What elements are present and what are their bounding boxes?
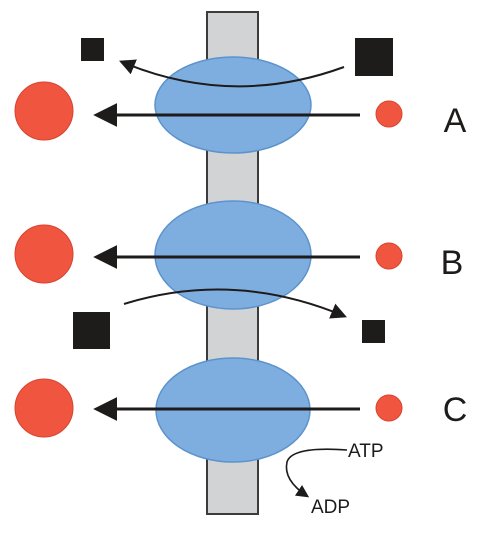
circle-molecule-small-b	[375, 242, 403, 270]
circle-molecule-small-c	[375, 394, 403, 422]
square-molecule-large-a	[355, 38, 393, 76]
transport-protein-b	[154, 200, 312, 310]
circle-molecule-large-a	[14, 81, 74, 141]
atp-label: ATP	[348, 441, 384, 462]
transporter-c: C ATP ADP	[14, 357, 468, 518]
circle-molecule-large-b	[14, 224, 74, 284]
transporter-b: B	[14, 200, 464, 349]
transporter-label-a: A	[444, 102, 467, 140]
transport-protein-a	[154, 56, 312, 154]
adp-label: ADP	[311, 497, 350, 518]
square-molecule-arrow-b	[123, 288, 347, 319]
square-molecule-small-b	[362, 320, 385, 343]
square-molecule-small-a	[81, 38, 104, 61]
square-molecule-arrow-a	[119, 59, 345, 88]
transporter-label-c: C	[443, 391, 468, 429]
transporter-a: A	[14, 38, 467, 154]
transporter-label-b: B	[441, 244, 464, 282]
square-molecule-large-b	[73, 312, 110, 349]
circle-molecule-small-a	[375, 100, 403, 128]
atp-to-adp-arrow	[285, 448, 348, 498]
circle-molecule-large-c	[14, 378, 74, 438]
